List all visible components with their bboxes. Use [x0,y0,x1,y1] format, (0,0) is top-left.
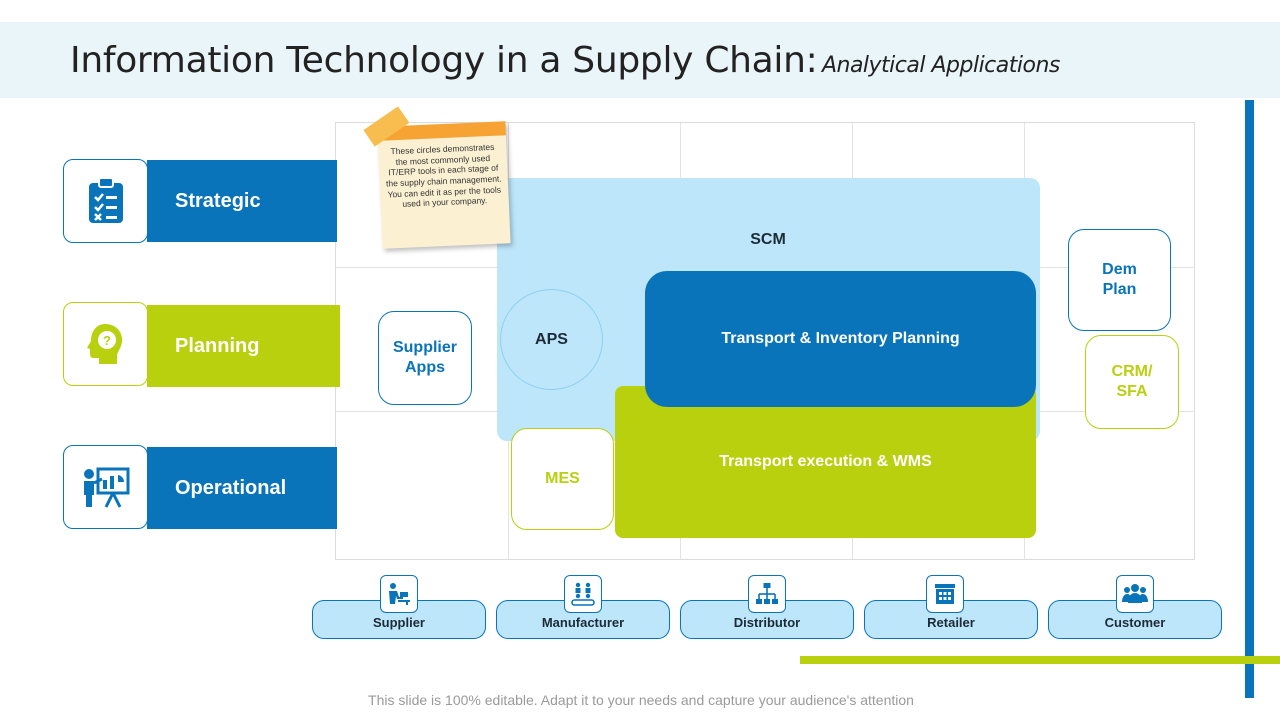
aps-label: APS [535,330,568,348]
stage-planning-bar: Planning [147,305,340,387]
footer-text: This slide is 100% editable. Adapt it to… [368,692,914,708]
dem-plan-label: Dem Plan [1102,261,1137,298]
sticky-note-text: These circles demonstrates the most comm… [385,141,502,209]
accent-vertical-bar [1245,100,1254,698]
storefront-icon [926,575,964,613]
transport-execution-label: Transport execution & WMS [719,453,932,470]
mes-label: MES [545,470,580,487]
stage-planning-label: Planning [175,334,260,357]
stage-strategic-bar: Strategic [147,160,337,242]
mes-box: MES [511,428,614,530]
header-band [0,22,1280,98]
sticky-note-tape [363,106,410,147]
stage-operational-bar: Operational [147,447,337,529]
actor-manufacturer-label: Manufacturer [541,615,625,630]
clipboard-checklist-icon [63,159,148,243]
transport-inventory-label: Transport & Inventory Planning [721,330,960,347]
dem-plan-box: Dem Plan [1068,229,1171,331]
factory-line-icon [564,575,602,613]
actor-distributor-label: Distributor [733,615,801,630]
aps-circle: APS [500,289,603,390]
sticky-note: These circles demonstrates the most comm… [363,106,511,249]
title-colon: : [805,40,818,81]
stage-operational-label: Operational [175,476,287,499]
title-subtitle: Analytical Applications [821,53,1060,78]
transport-inventory-planning-box: Transport & Inventory Planning [645,271,1036,407]
people-group-icon [1116,575,1154,613]
title-main: Information Technology in a Supply Chain [70,40,806,81]
supplier-apps-label: Supplier Apps [392,339,457,376]
accent-horizontal-bar [800,656,1280,664]
slide-title: Information Technology in a Supply Chain… [70,40,1060,81]
head-question-icon: ? [63,302,148,386]
actor-retailer-label: Retailer [927,615,975,630]
supplier-apps-box: Supplier Apps [378,311,472,405]
actor-supplier-label: Supplier [372,615,425,630]
scm-label: SCM [750,231,786,248]
network-hierarchy-icon [748,575,786,613]
crm-sfa-box: CRM/ SFA [1085,335,1179,429]
worker-desk-icon [380,575,418,613]
actor-manufacturer: Manufacturer [496,600,670,639]
footer-note: This slide is 100% editable. Adapt it to… [0,692,1280,708]
transport-execution-wms-box: Transport execution & WMS [615,386,1036,538]
crm-sfa-label: CRM/ SFA [1111,363,1153,400]
svg-text:?: ? [103,333,111,348]
presentation-board-icon [63,445,148,529]
stage-strategic-label: Strategic [175,189,261,212]
actor-customer-label: Customer [1104,615,1166,630]
